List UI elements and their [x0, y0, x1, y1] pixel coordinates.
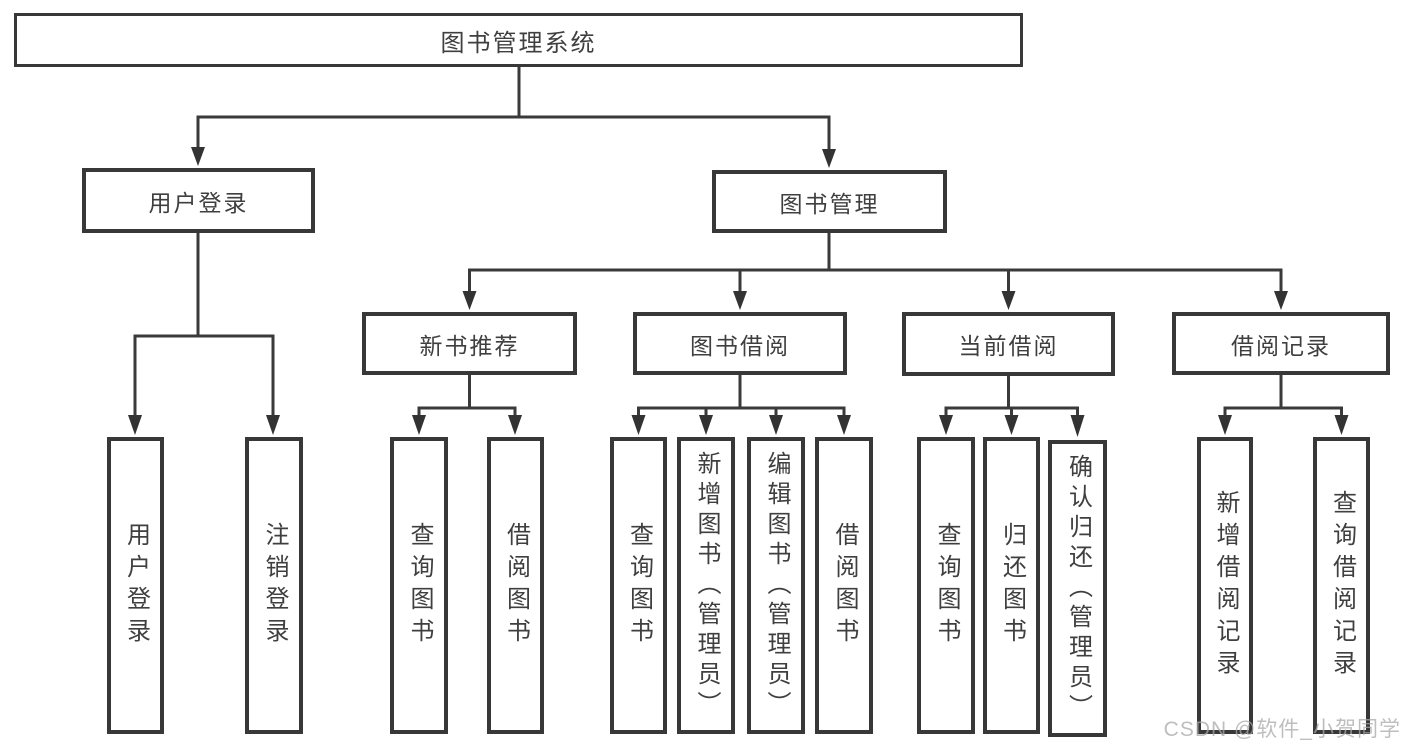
- leaf-user-login: 用户登录: [107, 437, 164, 734]
- node-book-borrow: 图书借阅: [633, 312, 847, 375]
- leaf-query-borrow-record: 查询借阅记录: [1313, 437, 1370, 734]
- leaf-logout: 注销登录: [245, 437, 303, 734]
- leaf-return-books: 归还图书: [983, 437, 1040, 734]
- leaf-query-books-recommend: 查询图书: [390, 437, 448, 734]
- node-library-management-system: 图书管理系统: [14, 13, 1023, 67]
- node-new-book-recommend: 新书推荐: [362, 312, 577, 375]
- leaf-borrow-books: 借阅图书: [815, 437, 873, 734]
- leaf-borrow-books-recommend: 借阅图书: [487, 437, 544, 734]
- node-user-login: 用户登录: [82, 168, 315, 233]
- node-book-management: 图书管理: [712, 170, 947, 233]
- leaf-add-books-admin: 新增图书（管理员）: [677, 437, 735, 734]
- leaf-query-books-current: 查询图书: [917, 437, 975, 734]
- leaf-add-borrow-record: 新增借阅记录: [1197, 437, 1253, 734]
- node-current-borrow: 当前借阅: [902, 312, 1115, 376]
- node-borrow-records: 借阅记录: [1172, 312, 1390, 375]
- leaf-confirm-return-admin: 确认归还（管理员）: [1048, 440, 1107, 737]
- leaf-query-books-borrow: 查询图书: [610, 437, 667, 734]
- csdn-watermark: CSDN @软件_小贺同学: [1163, 718, 1401, 741]
- leaf-edit-books-admin: 编辑图书（管理员）: [747, 437, 805, 734]
